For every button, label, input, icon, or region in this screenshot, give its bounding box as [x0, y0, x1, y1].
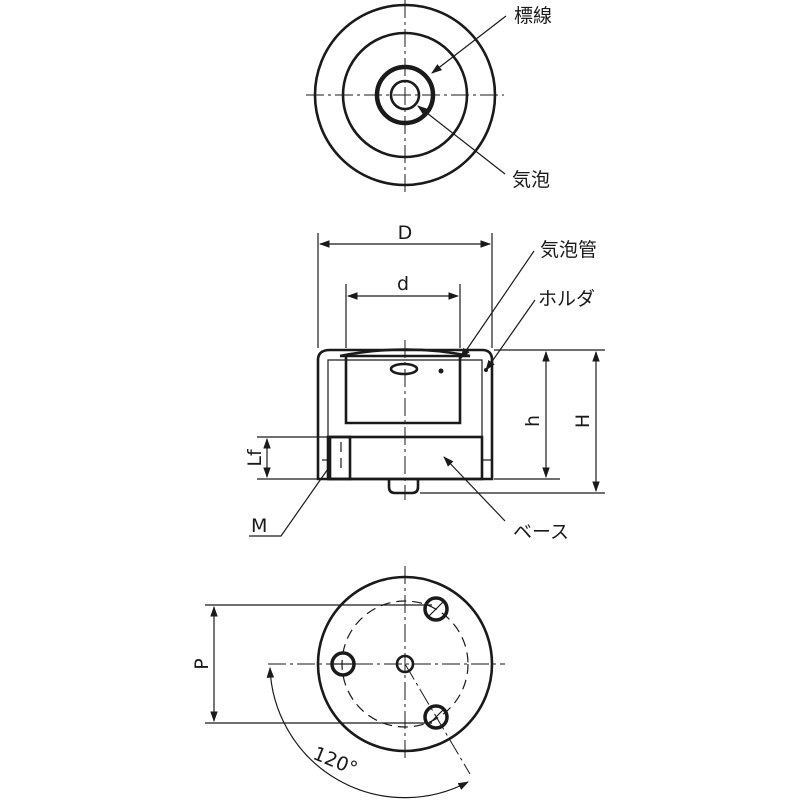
front-view: D d h H Lf M 気泡管 ホルダ ベース	[244, 222, 605, 543]
label-bubble-tube: 気泡管	[540, 239, 597, 261]
top-view: 標線 気泡	[306, 0, 552, 196]
leader-bubble-tube	[460, 250, 535, 359]
dim-d: d	[397, 273, 409, 295]
bubble-front	[389, 362, 419, 376]
leader-bubble	[417, 105, 506, 175]
label-holder: ホルダ	[538, 288, 595, 310]
label-reference-line: 標線	[514, 5, 552, 27]
dim-Lf: Lf	[244, 448, 266, 467]
tube-dot	[438, 368, 444, 374]
bottom-view: P 120°	[191, 566, 505, 799]
angle-arc	[266, 666, 469, 799]
dim-P: P	[191, 658, 213, 669]
dim-H: H	[572, 414, 594, 428]
holder-dot	[484, 368, 488, 372]
holder-outline	[316, 348, 494, 481]
base-pin	[387, 479, 420, 495]
bottom-center-diag	[404, 663, 471, 775]
leader-reference-line	[431, 15, 507, 74]
bubble-tube	[344, 356, 462, 425]
label-bubble: 気泡	[512, 169, 550, 191]
dim-h: h	[522, 415, 544, 427]
angle-label: 120°	[310, 743, 361, 781]
leader-holder	[485, 299, 536, 371]
dim-M: M	[251, 515, 267, 537]
holder-inner	[327, 359, 483, 460]
leader-M	[249, 465, 331, 537]
dim-D: D	[398, 222, 413, 244]
screw-m	[328, 435, 352, 481]
leader-base	[443, 456, 506, 522]
label-base: ベース	[513, 521, 569, 543]
hole-top	[423, 596, 449, 622]
